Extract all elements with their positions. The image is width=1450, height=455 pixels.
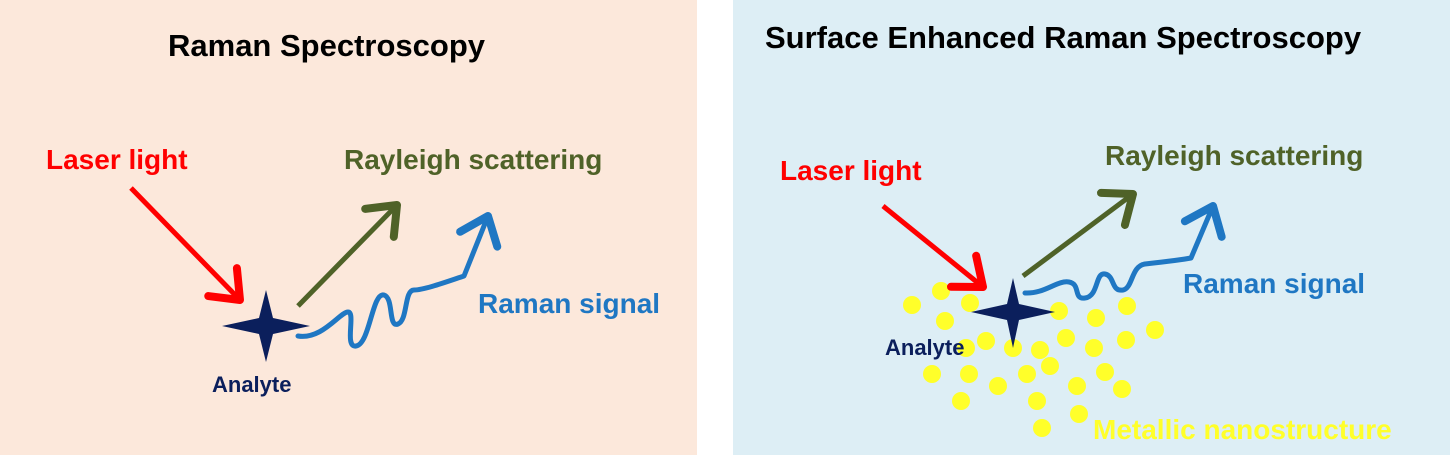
nanoparticle-circle-icon [936,312,954,330]
raman-wavy-arrow-icon [1022,202,1226,301]
sers-diagram [881,188,1226,437]
raman-spectroscopy-panel: Raman Spectroscopy Laser light Rayleigh … [0,0,697,455]
metallic-nanostructure-label: Metallic nanostructure [1093,414,1392,445]
nanoparticle-circle-icon [1068,377,1086,395]
nanoparticle-circle-icon [932,282,950,300]
nanoparticle-circle-icon [1028,392,1046,410]
rayleigh-arrow-icon [1021,188,1137,279]
left-panel-background [0,0,697,455]
nanoparticle-circle-icon [903,296,921,314]
nanoparticle-circle-icon [977,332,995,350]
laser-arrow-icon [129,186,244,304]
raman-signal-label: Raman signal [478,288,661,319]
analyte-star-icon [222,290,310,362]
nanoparticle-circle-icon [1033,419,1051,437]
analyte-label: Analyte [885,335,965,360]
nanoparticle-circle-icon [961,294,979,312]
rayleigh-arrow-icon [296,201,401,308]
metallic-nanostructure [903,282,1164,437]
nanoparticle-circle-icon [1057,329,1075,347]
raman-signal-label: Raman signal [1183,268,1366,299]
nanoparticle-circle-icon [960,365,978,383]
nanoparticle-circle-icon [952,392,970,410]
raman-wavy-arrow-icon [295,212,502,349]
rayleigh-scattering-label: Rayleigh scattering [1105,140,1364,171]
nanoparticle-circle-icon [1118,297,1136,315]
sers-panel: Surface Enhanced Raman Spectroscopy Lase… [733,0,1450,455]
panel-title: Surface Enhanced Raman Spectroscopy [765,20,1362,55]
nanoparticle-circle-icon [989,377,1007,395]
nanoparticle-circle-icon [1087,309,1105,327]
raman-diagram [129,186,502,362]
nanoparticle-circle-icon [1018,365,1036,383]
nanoparticle-circle-icon [923,365,941,383]
nanoparticle-circle-icon [957,339,975,357]
nanoparticle-circle-icon [1041,357,1059,375]
nanoparticle-circle-icon [1096,363,1114,381]
nanoparticle-circle-icon [1117,331,1135,349]
analyte-label: Analyte [212,372,292,397]
nanoparticle-circle-icon [1085,339,1103,357]
nanoparticle-circle-icon [1050,302,1068,320]
rayleigh-scattering-label: Rayleigh scattering [344,144,603,175]
panel-title: Raman Spectroscopy [168,28,485,63]
laser-light-label: Laser light [46,144,188,175]
nanoparticle-circle-icon [1070,405,1088,423]
analyte-star-icon [971,278,1055,348]
laser-arrow-icon [881,204,987,291]
nanoparticle-circle-icon [1146,321,1164,339]
nanoparticle-circle-icon [1031,341,1049,359]
laser-light-label: Laser light [780,155,922,186]
nanoparticle-circle-icon [1113,380,1131,398]
